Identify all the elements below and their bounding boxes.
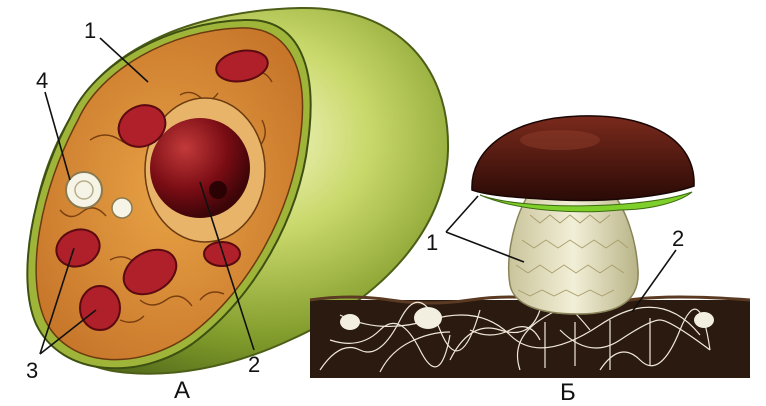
label-b2: 2 <box>672 226 684 251</box>
leader-1 <box>99 37 149 83</box>
chloroplast <box>215 49 269 83</box>
leader-b2 <box>631 249 677 313</box>
nucleolus <box>209 181 227 199</box>
cap <box>471 115 695 202</box>
caption-b: Б <box>560 379 576 406</box>
vacuole <box>111 197 133 219</box>
chloroplast <box>203 241 241 267</box>
label-3: 3 <box>26 358 38 383</box>
label-b1: 1 <box>426 230 438 255</box>
leader-b1b <box>445 231 525 263</box>
mushroom <box>309 115 751 378</box>
primordium <box>694 312 714 328</box>
vacuole <box>65 171 103 209</box>
leader-b1a <box>445 195 479 233</box>
chloroplast <box>122 248 178 296</box>
stem-reticulation <box>515 214 629 297</box>
leader-3a <box>39 247 75 355</box>
panel-a-leaders <box>39 37 255 355</box>
chloroplast <box>79 285 121 331</box>
label-1: 1 <box>84 18 96 43</box>
cap-underside <box>479 191 693 213</box>
leader-3b <box>39 309 97 355</box>
label-2: 2 <box>248 352 260 377</box>
mycelium <box>319 298 711 373</box>
chloroplast <box>55 228 101 268</box>
panel-b-leaders <box>445 195 677 313</box>
primordium <box>414 307 442 329</box>
primordium <box>340 314 360 330</box>
vacuole-inner <box>74 180 94 200</box>
cap-highlight <box>520 130 600 150</box>
leader-4 <box>44 91 71 181</box>
label-4: 4 <box>36 68 48 93</box>
leader-2 <box>199 181 255 351</box>
caption-a: А <box>174 377 190 404</box>
plant-cell <box>26 6 450 375</box>
soil <box>310 300 750 378</box>
chloroplasts <box>55 49 269 331</box>
chloroplast <box>117 104 167 148</box>
nucleus <box>150 118 250 218</box>
